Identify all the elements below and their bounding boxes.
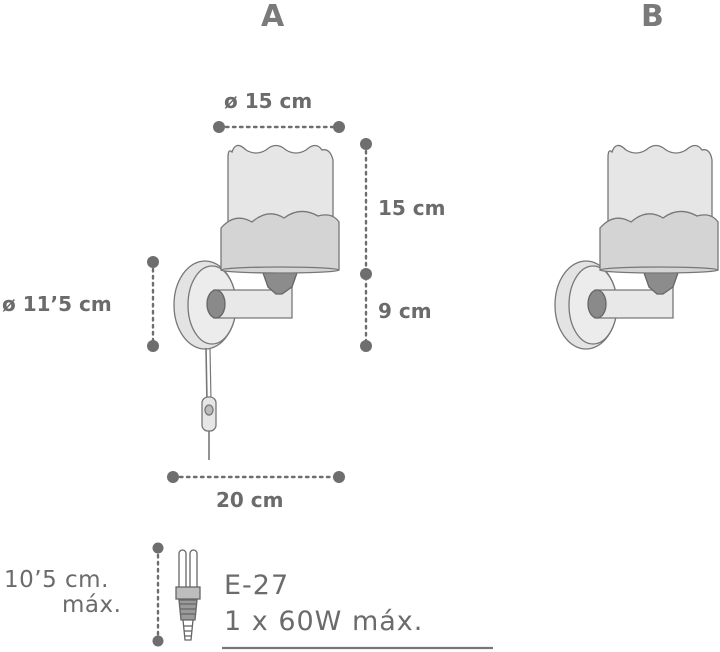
- lamp-a: [173, 144, 340, 460]
- shade-height-label: 15 cm: [378, 196, 446, 220]
- bulb-length-label: 10’5 cm.: [4, 567, 109, 593]
- socket-type-label: E-27: [224, 570, 290, 601]
- projection-label: 20 cm: [216, 488, 284, 512]
- shade-diameter-label: ø 15 cm: [224, 89, 313, 113]
- arm-height-label: 9 cm: [378, 299, 432, 323]
- lamp-b-shade-band: [599, 210, 719, 271]
- lamp-b: [554, 144, 719, 350]
- base-diameter-label: ø 11’5 cm: [2, 292, 112, 316]
- lamp-a-cord: [205, 347, 210, 460]
- lamp-a-shade-band: [220, 210, 340, 271]
- variant-b-label: B: [641, 0, 664, 34]
- variant-a-label: A: [261, 0, 285, 34]
- dimension-endpoints: [147, 121, 372, 647]
- bulb-icon: [175, 549, 201, 641]
- bulb-length-max-label: máx.: [62, 592, 122, 618]
- power-label: 1 x 60W máx.: [224, 606, 424, 637]
